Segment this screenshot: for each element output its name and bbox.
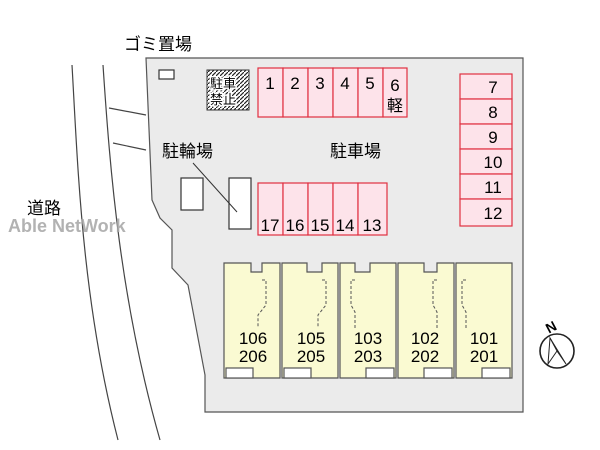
bicycle-parking-label: 駐輪場 — [162, 142, 213, 162]
unit-202-label: 202 — [411, 347, 439, 366]
no-parking-label-2: 禁止 — [210, 93, 236, 108]
parking-space-3 — [307, 67, 334, 118]
parking-space-6-kei — [382, 67, 408, 118]
parking-label-17: 17 — [261, 216, 280, 235]
apartment-building — [223, 262, 513, 379]
road — [71, 64, 161, 441]
parking-label-9: 9 — [488, 128, 497, 147]
unit-203-label: 203 — [354, 347, 382, 366]
parking-space-1 — [257, 67, 284, 118]
unit-205-label: 205 — [297, 347, 325, 366]
unit-106-label: 106 — [239, 329, 267, 348]
parking-label-15: 15 — [311, 216, 330, 235]
parking-space-17 — [257, 182, 284, 236]
parking-label-3: 3 — [315, 74, 324, 93]
parking-label-13: 13 — [363, 216, 382, 235]
parking-label-2: 2 — [290, 74, 299, 93]
bicycle-racks — [180, 162, 252, 230]
watermark: Able NetWork — [8, 216, 127, 236]
parking-label-8: 8 — [488, 103, 497, 122]
unit-103-label: 103 — [354, 329, 382, 348]
parking-space-14 — [332, 182, 359, 236]
parking-space-10 — [459, 148, 513, 175]
parking-label-6: 6 — [390, 76, 399, 95]
parking-label-10: 10 — [484, 153, 503, 172]
no-parking-area — [206, 69, 250, 111]
parking-label-1: 1 — [265, 74, 274, 93]
parking-label-12: 12 — [484, 204, 503, 223]
unit-102-label: 102 — [411, 329, 439, 348]
parking-kei-label: 軽 — [387, 96, 403, 115]
parking-space-16 — [282, 182, 309, 236]
parking-right-column — [459, 73, 513, 227]
parking-space-11 — [459, 173, 513, 200]
unit-101-outline — [455, 262, 513, 379]
unit-102-outline — [397, 262, 455, 379]
parking-space-7 — [459, 73, 513, 100]
parking-space-5 — [357, 67, 384, 118]
unit-103-outline — [339, 262, 397, 379]
parking-top-row — [257, 67, 408, 118]
unit-201-label: 201 — [470, 347, 498, 366]
unit-101-label: 101 — [470, 329, 498, 348]
car-parking-label: 駐車場 — [330, 142, 381, 162]
parking-label-14: 14 — [336, 216, 355, 235]
no-parking-label-1: 駐車 — [210, 77, 236, 92]
parking-space-13 — [357, 182, 388, 236]
unit-105-label: 105 — [297, 329, 325, 348]
parking-label-5: 5 — [365, 74, 374, 93]
parking-label-7: 7 — [488, 78, 497, 97]
parking-middle-row — [257, 182, 388, 236]
bicycle-rack-1 — [180, 177, 204, 211]
parking-space-8 — [459, 98, 513, 125]
parking-space-9 — [459, 123, 513, 150]
parking-space-2 — [282, 67, 309, 118]
unit-206-label: 206 — [239, 347, 267, 366]
parking-space-4 — [332, 67, 359, 118]
north-compass-icon: N — [539, 318, 575, 369]
garbage-area — [158, 69, 175, 80]
parking-space-12 — [459, 198, 513, 227]
parking-label-11: 11 — [484, 178, 502, 197]
parking-label-16: 16 — [286, 216, 305, 235]
bicycle-rack-2 — [228, 177, 252, 230]
garbage-label: ゴミ置場 — [124, 34, 192, 55]
parking-label-4: 4 — [340, 74, 349, 93]
road-label: 道路 — [27, 199, 61, 219]
